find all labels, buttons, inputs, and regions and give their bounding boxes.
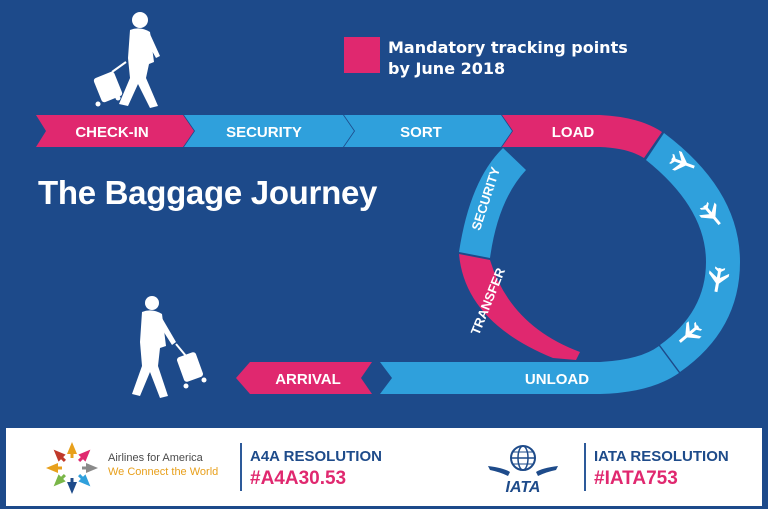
traveler-departing-icon bbox=[93, 12, 160, 108]
legend-swatch-mandatory bbox=[344, 37, 380, 73]
stage-label-unload: UNLOAD bbox=[525, 371, 589, 388]
a4a-resolution: A4A RESOLUTION #A4A30.53 bbox=[250, 448, 382, 490]
legend: Mandatory tracking points by June 2018 bbox=[344, 37, 628, 79]
a4a-tagline: We Connect the World bbox=[108, 466, 219, 478]
traveler-arriving-icon bbox=[132, 296, 207, 398]
a4a-wordmark: Airlines for America We Connect the Worl… bbox=[108, 452, 218, 478]
stage-label-load: LOAD bbox=[552, 124, 595, 141]
iata-resolution: IATA RESOLUTION #IATA753 bbox=[594, 448, 729, 490]
airplane-icon-1 bbox=[669, 150, 695, 171]
a4a-name: Airlines for America bbox=[108, 452, 203, 464]
stage-label-arrival: ARRIVAL bbox=[275, 371, 341, 388]
journey-diagram: CHECK-IN SECURITY SORT LOAD SECURITY TRA… bbox=[36, 12, 740, 398]
stage-check-in bbox=[36, 115, 194, 147]
a4a-resolution-code: #A4A30.53 bbox=[250, 468, 347, 489]
stage-security-top bbox=[184, 115, 354, 147]
stage-security-inner bbox=[459, 148, 526, 258]
stage-unload bbox=[380, 346, 679, 394]
divider-a4a bbox=[240, 443, 242, 491]
airplane-icon-2 bbox=[699, 201, 721, 226]
outer-loop-arc bbox=[646, 133, 740, 372]
stage-transfer bbox=[459, 254, 580, 360]
legend-text: Mandatory tracking points by June 2018 bbox=[388, 37, 628, 79]
stage-label-sort: SORT bbox=[400, 124, 442, 141]
footer: Airlines for America We Connect the Worl… bbox=[0, 424, 768, 509]
stage-arrival bbox=[236, 362, 372, 394]
legend-line-1: Mandatory tracking points bbox=[388, 38, 628, 57]
airplane-icon-3 bbox=[709, 266, 730, 293]
iata-wordmark: IATA bbox=[506, 479, 541, 496]
stage-sort bbox=[344, 115, 512, 147]
footer-panel: Airlines for America We Connect the Worl… bbox=[6, 428, 762, 506]
divider-iata bbox=[584, 443, 586, 491]
legend-line-2: by June 2018 bbox=[388, 59, 506, 78]
iata-resolution-title: IATA RESOLUTION bbox=[594, 448, 729, 465]
iata-resolution-code: #IATA753 bbox=[594, 468, 678, 489]
page-title: The Baggage Journey bbox=[38, 174, 378, 211]
iata-logo-icon: IATA bbox=[488, 445, 558, 496]
stage-label-check-in: CHECK-IN bbox=[75, 124, 148, 141]
a4a-resolution-title: A4A RESOLUTION bbox=[250, 448, 382, 465]
a4a-logo-icon bbox=[46, 442, 98, 494]
stage-load bbox=[502, 115, 662, 158]
airplane-icon-4 bbox=[678, 321, 703, 343]
stage-label-security-top: SECURITY bbox=[226, 124, 302, 141]
